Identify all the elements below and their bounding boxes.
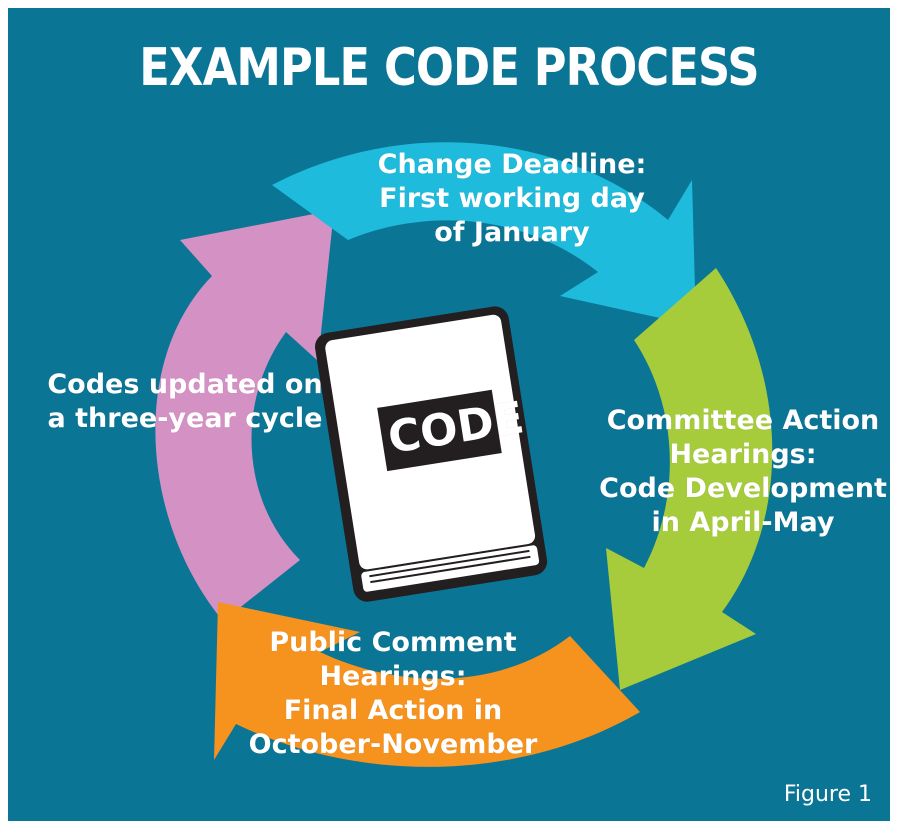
code-book-icon (315, 306, 548, 602)
step-label-public-comment: Public Comment Hearings: Final Action in… (248, 627, 538, 760)
figure-caption: Figure 1 (783, 782, 872, 807)
arrow-step-4-pink (155, 210, 334, 621)
step-label-three-year-cycle: Codes updated on a three-year cycle (47, 369, 323, 434)
arrow-step-2-green (606, 268, 773, 690)
step-label-change-deadline: Change Deadline: First working day of Ja… (377, 149, 647, 248)
arrow-step-3-orange (214, 602, 640, 767)
step-label-committee-action: Committee Action Hearings: Code Developm… (599, 405, 887, 538)
page-title: EXAMPLE CODE PROCESS (139, 38, 759, 98)
arrow-step-1-cyan (272, 142, 696, 326)
